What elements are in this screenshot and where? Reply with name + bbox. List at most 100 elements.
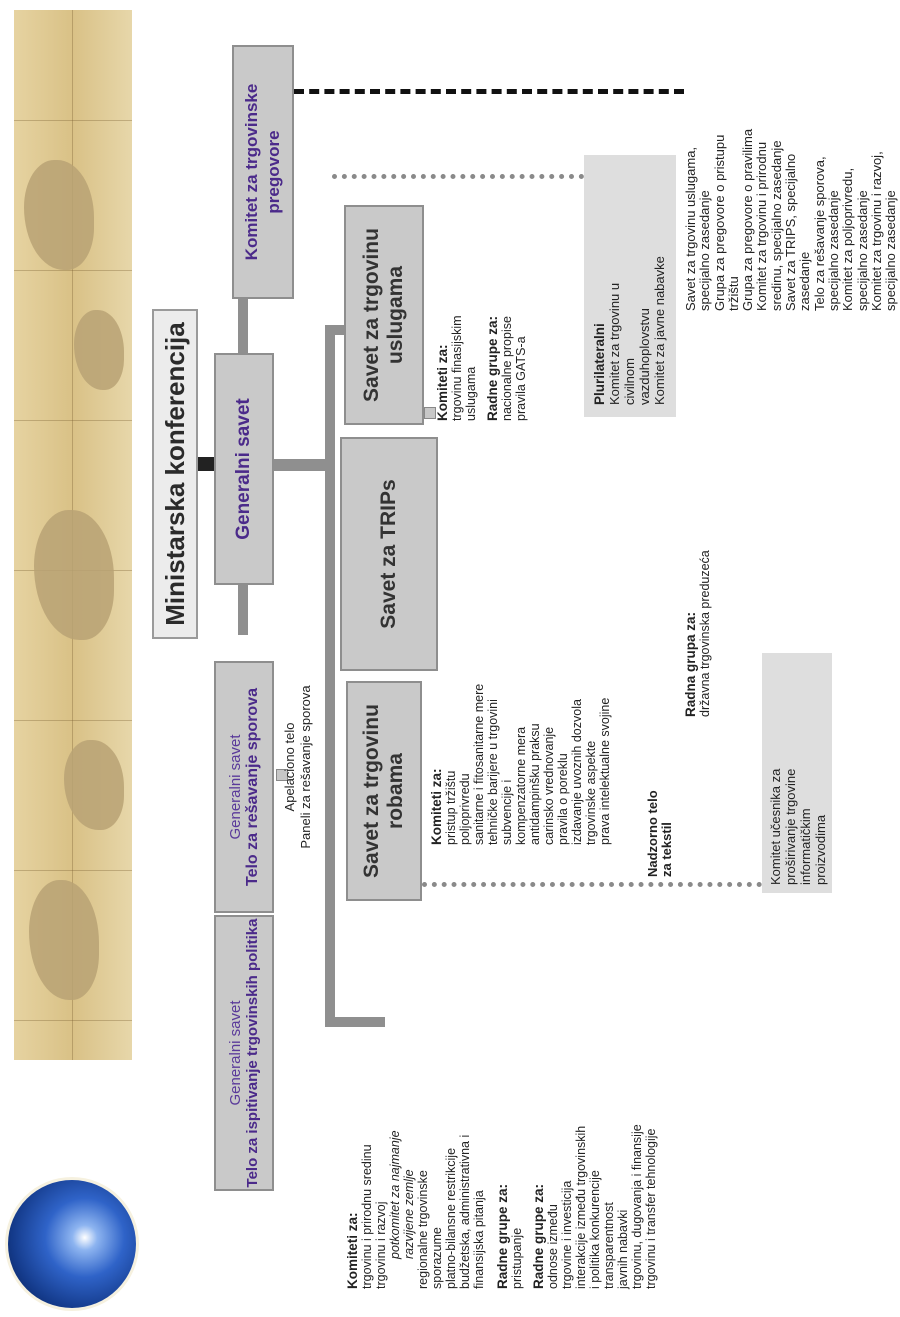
general-council-box: Generalni savet bbox=[214, 353, 274, 585]
gc-committee-item: potkomitet za najmanje bbox=[388, 1130, 402, 1259]
gc-committee-item: razvijene zemlje bbox=[402, 1169, 416, 1259]
goods-item: trgovinske aspekte bbox=[584, 740, 598, 845]
it-line: informatičkim bbox=[798, 808, 813, 885]
gc-groups-2-heading: Radne grupe za: bbox=[531, 1183, 546, 1289]
goods-committees: Komiteti za: pristup tržištu poljoprivre… bbox=[429, 645, 612, 845]
plurilateral-item: Komitet za javne nabavke bbox=[652, 256, 667, 405]
textiles-body: Nadzorno telo za tekstil bbox=[645, 717, 674, 877]
goods-item: sanitarne i fitosanitarne mere bbox=[472, 683, 486, 845]
goods-item: pravila o poreklu bbox=[556, 753, 570, 845]
goods-council-box: Savet za trgovinu robama bbox=[346, 681, 422, 901]
goods-item: izdavanje uvoznih dozvola bbox=[570, 699, 584, 845]
goods-item: subvencije i bbox=[500, 779, 514, 845]
dashed-vertical bbox=[294, 89, 684, 94]
review-main-label: Telo za ispitivanje trgovinskih politika bbox=[243, 918, 261, 1188]
goods-council-label: Savet za trgovinu robama bbox=[360, 704, 407, 878]
policy-review-box: Generalni savet Telo za ispitivanje trgo… bbox=[214, 915, 274, 1191]
it-committee-box: Komitet učesnika za proširivanje trgovin… bbox=[762, 653, 832, 893]
it-line: proširivanje trgovine bbox=[783, 768, 798, 885]
negotiations-item: specijalno zasedanje bbox=[825, 190, 841, 311]
dispute-panels: Paneli za rešavanje sporova bbox=[298, 685, 313, 849]
ministerial-conference-title: Ministarska konferencija bbox=[159, 322, 190, 626]
dispute-sub-text: Apelaciono telo Paneli za rešavanje spor… bbox=[282, 647, 314, 887]
goods-committees-heading: Komiteti za: bbox=[429, 768, 444, 845]
gc-group-item: interakcije između trgovinskih bbox=[574, 1125, 588, 1289]
negotiations-item: specijalno zasedanje bbox=[883, 190, 899, 311]
services-group-item: pravila GATS-a bbox=[514, 336, 528, 421]
goods-item: poljoprivredu bbox=[458, 773, 472, 845]
gc-committee-item: regionalne trgovinske bbox=[416, 1170, 430, 1289]
textiles-line: za tekstil bbox=[659, 822, 674, 877]
state-trading: Radna grupa za: državna trgovinska predu… bbox=[683, 457, 712, 717]
review-small-label: Generalni savet bbox=[226, 1000, 244, 1106]
ministerial-conference-box: Ministarska konferencija bbox=[152, 309, 198, 639]
councils-trunk bbox=[325, 325, 335, 1027]
dispute-settlement-box: Generalni savet Telo za rešavanje sporov… bbox=[214, 661, 274, 913]
gc-groups-1: Radne grupe za: pristupanje bbox=[495, 1029, 524, 1289]
gc-group-item: trgovinu i transfer tehnologije bbox=[644, 1128, 658, 1289]
textiles-line: Nadzorno telo bbox=[645, 790, 660, 877]
negotiations-list: Savet za trgovinu uslugama, specijalno z… bbox=[683, 11, 899, 311]
appellate-body: Apelaciono telo bbox=[282, 722, 297, 812]
goods-item: kompenzatorne mera bbox=[514, 726, 528, 845]
trips-council-label: Savet za TRIPs bbox=[377, 479, 400, 629]
gc-group-item: trgovinu, dugovanja i finansije bbox=[630, 1124, 644, 1289]
trade-negotiations-label: Komitet za trgovinske pregovore bbox=[242, 83, 283, 261]
trips-council-box: Savet za TRIPs bbox=[340, 437, 438, 671]
world-map-band bbox=[14, 10, 132, 1060]
gc-groups-2: Radne grupe za: odnose između trgovine i… bbox=[531, 1029, 658, 1289]
dispute-small-label: Generalni savet bbox=[226, 734, 244, 840]
plurilateral-heading: Plurilateralni bbox=[592, 323, 607, 405]
services-committees: Komiteti za: trgovinu finasijskim usluga… bbox=[435, 221, 478, 421]
services-item: uslugama bbox=[464, 366, 478, 421]
gc-group-item: trgovine i investicija bbox=[560, 1180, 574, 1289]
general-council-label: Generalni savet bbox=[233, 398, 254, 540]
services-group-item: nacionalne propise bbox=[500, 316, 514, 421]
negotiations-item: zasedanje bbox=[797, 251, 813, 311]
globe-icon bbox=[8, 1180, 136, 1308]
connector-gc-tnc bbox=[238, 299, 248, 353]
negotiations-item: tržištu bbox=[725, 276, 741, 311]
gc-group-item: pristupanje bbox=[510, 1227, 524, 1289]
gc-group-item: i politika konkurencije bbox=[588, 1170, 602, 1289]
gc-committees: Komiteti za: trgovinu i prirodnu sredinu… bbox=[345, 1029, 486, 1289]
gc-committee-item: trgovinu i prirodnu sredinu bbox=[360, 1144, 374, 1289]
plurilateral-box: Plurilateralni Komitet za trgovinu u civ… bbox=[584, 155, 676, 417]
negotiations-item: Savet za TRIPS, specijalno bbox=[783, 153, 799, 311]
goods-item: pristup tržištu bbox=[444, 770, 458, 845]
negotiations-item: Komitet za poljoprivredu, bbox=[840, 167, 856, 311]
negotiations-item: Komitet za trgovinu i razvoj, bbox=[868, 151, 884, 311]
negotiations-item: Grupa za pregovore o pravilima bbox=[740, 128, 756, 311]
dispute-main-label: Telo za rešavanje sporova bbox=[243, 688, 261, 887]
services-council-box: Savet za trgovinu uslugama bbox=[344, 205, 424, 425]
gc-committee-item: trgovinu i razvoj bbox=[374, 1201, 388, 1289]
dotted-goods-it-h bbox=[422, 882, 762, 887]
services-groups-heading: Radne grupe za: bbox=[485, 315, 500, 421]
gc-committee-item: budžetska, administrativna i bbox=[458, 1134, 472, 1289]
plurilateral-item: vazduhoplovstvu bbox=[637, 308, 652, 405]
connector-gc-dsb bbox=[238, 585, 248, 635]
it-line: proizvodima bbox=[813, 814, 828, 885]
goods-item: prava intelektualne svojine bbox=[598, 697, 612, 845]
gc-committee-item: finansijska pitanja bbox=[472, 1190, 486, 1289]
gc-groups-1-heading: Radne grupe za: bbox=[495, 1183, 510, 1289]
dotted-services-pluri bbox=[332, 174, 594, 179]
goods-item: carinsko vrednovanje bbox=[542, 726, 556, 845]
negotiations-item: sredinu, specijalno zasedanje bbox=[768, 140, 784, 311]
gc-committee-item: platno-bilansne restrikcije bbox=[444, 1147, 458, 1289]
services-committees-heading: Komiteti za: bbox=[435, 344, 450, 421]
gc-group-item: javnih nabavki bbox=[616, 1209, 630, 1289]
goods-item: antidampinšku praksu bbox=[528, 723, 542, 845]
negotiations-item: Komitet za trgovinu i prirodnu bbox=[754, 141, 770, 311]
state-trading-item: državna trgovinska preduzeća bbox=[698, 550, 712, 717]
it-line: Komitet učesnika za bbox=[768, 768, 783, 885]
services-council-label: Savet za trgovinu uslugama bbox=[360, 228, 407, 402]
plurilateral-item: civilnom bbox=[622, 358, 637, 405]
connector-gc-committees bbox=[325, 1017, 385, 1027]
gc-group-item: transparentnost bbox=[602, 1202, 616, 1289]
gc-committees-heading: Komiteti za: bbox=[345, 1212, 360, 1289]
negotiations-item: Telo za rešavanje sporova, bbox=[811, 156, 827, 311]
negotiations-item: Grupa za pregovore o pristupu bbox=[711, 134, 727, 311]
gc-group-item: odnose između bbox=[546, 1204, 560, 1289]
